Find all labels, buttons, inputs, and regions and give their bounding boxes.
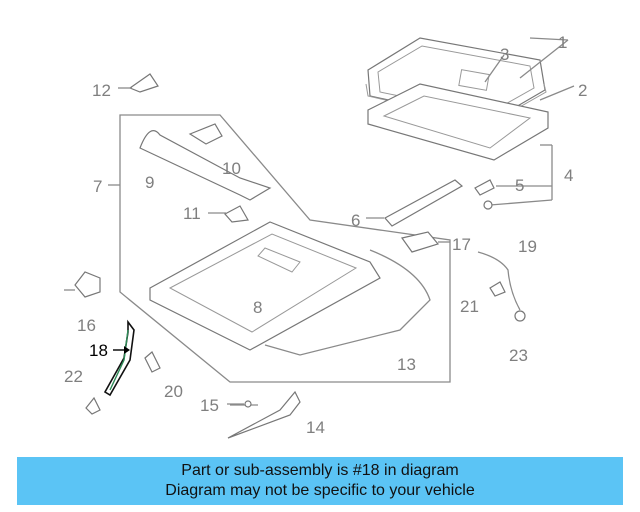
part-label-5: 5 — [515, 176, 524, 195]
part-label-16: 16 — [77, 316, 96, 335]
part-label-20: 20 — [164, 382, 183, 401]
part-label-1: 1 — [558, 33, 567, 52]
part-18-highlighted[interactable] — [103, 319, 135, 397]
part-label-6: 6 — [351, 211, 360, 230]
part-label-12: 12 — [92, 81, 111, 100]
part-label-13: 13 — [397, 355, 416, 374]
sunroof-parts-diagram: 1 2 3 4 5 6 7 8 9 10 11 12 13 14 15 16 1… — [64, 33, 587, 439]
banner-line-1: Part or sub-assembly is #18 in diagram — [181, 462, 459, 479]
part-label-19: 19 — [518, 237, 537, 256]
sunroof-frame — [149, 221, 381, 351]
part-label-7: 7 — [93, 177, 102, 196]
part-label-17: 17 — [452, 235, 471, 254]
part-label-18[interactable]: 18 — [89, 341, 108, 360]
part-label-22: 22 — [64, 367, 83, 386]
part-label-4: 4 — [564, 166, 573, 185]
part-label-15: 15 — [200, 396, 219, 415]
part-label-11: 11 — [183, 204, 201, 223]
part-label-10: 10 — [222, 159, 241, 178]
part-label-9: 9 — [145, 173, 154, 192]
part-label-21: 21 — [460, 297, 479, 316]
part-label-3: 3 — [500, 45, 509, 64]
part-label-23: 23 — [509, 346, 528, 365]
part-label-2: 2 — [578, 81, 587, 100]
info-banner: Part or sub-assembly is #18 in diagram D… — [17, 457, 623, 505]
part-label-8: 8 — [253, 298, 262, 317]
banner-line-2: Diagram may not be specific to your vehi… — [165, 482, 475, 499]
sunroof-seal-frame — [367, 83, 549, 161]
part-label-14: 14 — [306, 418, 325, 437]
